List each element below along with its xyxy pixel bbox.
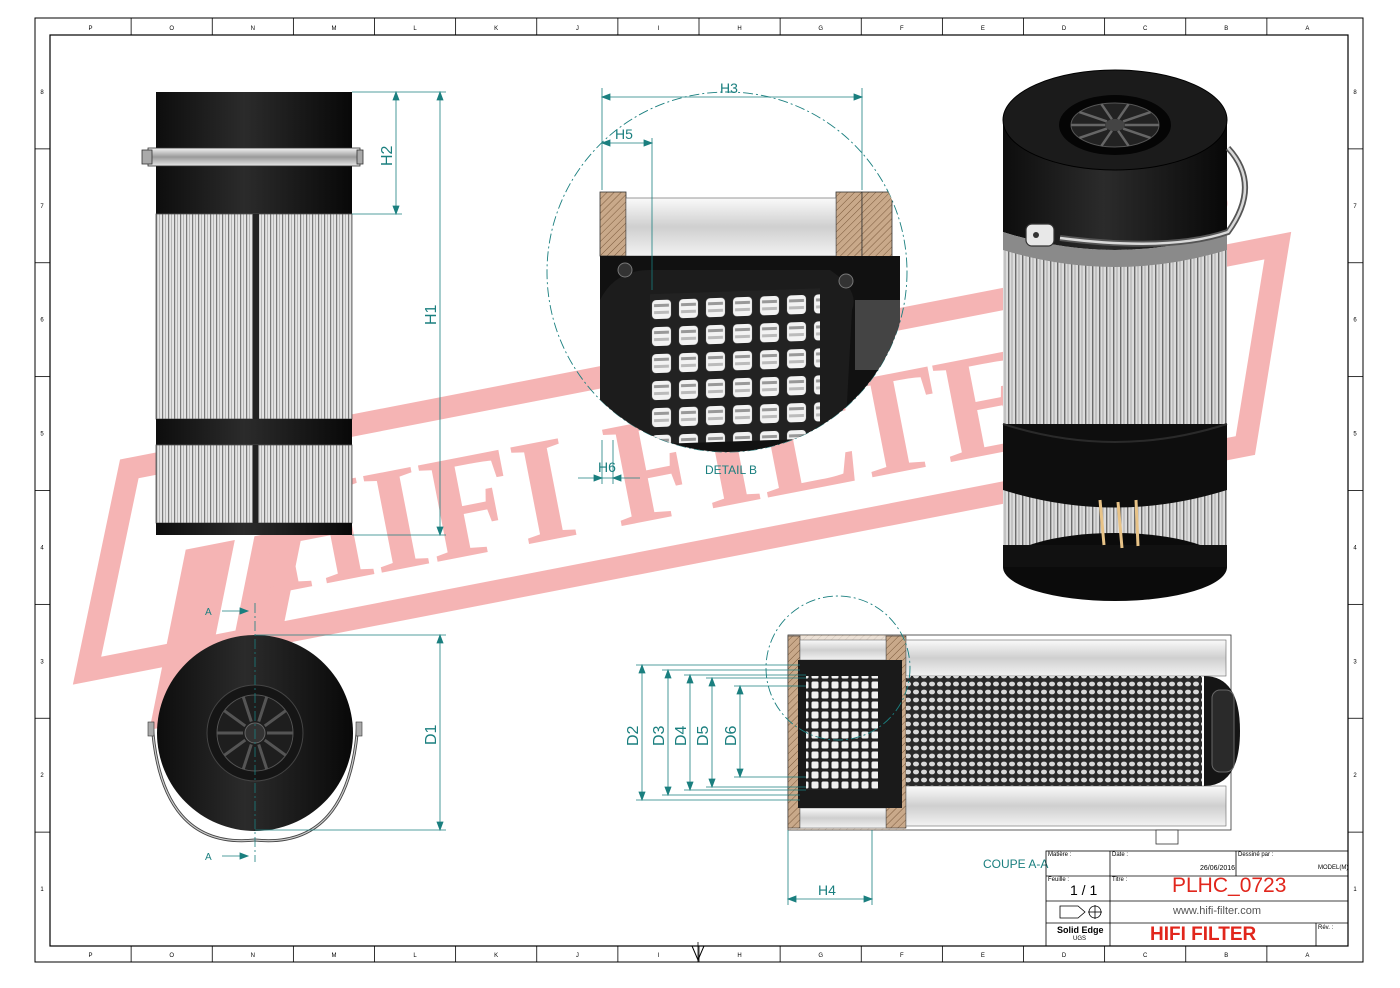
column-ref-bottom: O: [169, 953, 174, 959]
dim-h6-label: H6: [598, 459, 616, 475]
row-ref-left: 6: [40, 318, 44, 324]
column-ref-bottom: I: [658, 953, 660, 959]
column-ref-bottom: G: [818, 953, 823, 959]
column-ref-top: F: [900, 26, 904, 32]
column-ref-top: N: [251, 26, 255, 32]
dim-d1: [255, 633, 446, 832]
row-ref-left: 3: [40, 659, 44, 665]
row-ref-left: 7: [40, 204, 44, 210]
section-marker-top: A: [205, 607, 212, 618]
dim-h3: [600, 88, 864, 190]
dessine-label: Dessiné par :: [1238, 852, 1274, 858]
dim-h5: [600, 138, 654, 290]
sheet-border: P O N M L K J I H G F E D C B A P O N M L K J I H G F E D C B A 8 7 6 5 4 3…: [34, 17, 1364, 963]
titre-label: Titre :: [1112, 877, 1128, 883]
column-ref-bottom: D: [1062, 953, 1067, 959]
date-value: 26/06/2016: [1200, 865, 1236, 872]
rev-label: Rév. :: [1318, 925, 1334, 931]
detail-b-label: DETAIL B: [705, 463, 757, 477]
dim-h5-label: H5: [615, 126, 633, 142]
drawing-title: PLHC_0723: [1172, 874, 1287, 897]
feuille-label: Feuille :: [1048, 877, 1070, 883]
center-mark-bottom: [691, 942, 705, 962]
dim-h1: [352, 90, 446, 537]
matiere-label: Matière :: [1048, 852, 1072, 858]
section-a-a-label: COUPE A-A: [983, 857, 1048, 871]
section-marker-bottom: A: [205, 852, 212, 863]
column-ref-bottom: A: [1305, 953, 1309, 959]
row-ref-right: 3: [1353, 659, 1357, 665]
isometric-view: [1002, 69, 1248, 601]
dim-h6: [578, 440, 640, 484]
dim-d3-label: D3: [651, 725, 668, 746]
column-ref-bottom: P: [89, 953, 93, 959]
dim-h3-label: H3: [720, 80, 738, 96]
column-ref-top: O: [169, 26, 174, 32]
software-name: Solid Edge: [1057, 925, 1104, 935]
column-ref-bottom: L: [413, 953, 417, 959]
front-view: H2 H1: [141, 90, 446, 537]
row-ref-right: 1: [1353, 887, 1357, 893]
row-ref-right: 2: [1353, 773, 1357, 779]
row-ref-right: 4: [1353, 545, 1357, 551]
row-ref-right: 5: [1353, 432, 1357, 438]
column-ref-top: E: [981, 26, 985, 32]
feuille-value: 1 / 1: [1070, 882, 1098, 898]
column-ref-top: I: [658, 26, 660, 32]
column-ref-top: H: [737, 26, 741, 32]
column-ref-top: A: [1305, 26, 1309, 32]
column-ref-top: M: [331, 26, 336, 32]
row-ref-left: 2: [40, 773, 44, 779]
dim-h2: [352, 90, 446, 216]
row-ref-left: 8: [40, 90, 44, 96]
title-block-frame: [1045, 850, 1349, 947]
column-ref-bottom: J: [576, 953, 579, 959]
column-ref-top: K: [494, 26, 498, 32]
detail-b-view: H3 H5 H6 DETAIL B: [546, 80, 908, 484]
company-name: HIFI FILTER: [1150, 924, 1257, 945]
row-ref-right: 7: [1353, 204, 1357, 210]
row-ref-left: 4: [40, 545, 44, 551]
dim-h4-label: H4: [818, 882, 836, 898]
dims-section-diameters: [636, 663, 806, 802]
column-ref-bottom: H: [737, 953, 741, 959]
section-a-a-view: D2 D3 D4 D5 D6 H4 COUPE A-A: [625, 595, 1240, 905]
dim-d5-label: D5: [695, 725, 712, 746]
steel-band: [147, 147, 361, 167]
column-ref-bottom: K: [494, 953, 498, 959]
column-ref-top: L: [413, 26, 417, 32]
date-label: Date :: [1112, 852, 1129, 858]
dim-d1-label: D1: [423, 724, 440, 745]
column-ref-top: P: [89, 26, 93, 32]
dim-h4: [786, 830, 874, 905]
dim-d4-label: D4: [673, 725, 690, 746]
dim-d2-label: D2: [625, 725, 642, 746]
column-ref-bottom: B: [1224, 953, 1228, 959]
row-ref-right: 6: [1353, 318, 1357, 324]
row-ref-left: 5: [40, 432, 44, 438]
dim-d6-label: D6: [723, 725, 740, 746]
column-ref-bottom: N: [251, 953, 255, 959]
column-ref-top: C: [1143, 26, 1148, 32]
column-ref-bottom: C: [1143, 953, 1148, 959]
top-view: A A D1: [147, 603, 446, 863]
column-ref-top: J: [576, 26, 579, 32]
dim-h2-label: H2: [379, 145, 396, 166]
column-ref-bottom: F: [900, 953, 904, 959]
software-sub: UGS: [1073, 936, 1087, 942]
website-text: www.hifi-filter.com: [1173, 905, 1262, 917]
column-ref-top: B: [1224, 26, 1228, 32]
dessine-value: MODEL(M): [1318, 865, 1349, 871]
column-ref-bottom: M: [331, 953, 336, 959]
dim-h1-label: H1: [423, 304, 440, 325]
column-ref-top: D: [1062, 26, 1067, 32]
bottom-end-cap: [156, 523, 352, 535]
column-ref-bottom: E: [981, 953, 985, 959]
row-ref-left: 1: [40, 887, 44, 893]
row-ref-right: 8: [1353, 90, 1357, 96]
middle-band: [156, 419, 352, 445]
column-ref-top: G: [818, 26, 823, 32]
